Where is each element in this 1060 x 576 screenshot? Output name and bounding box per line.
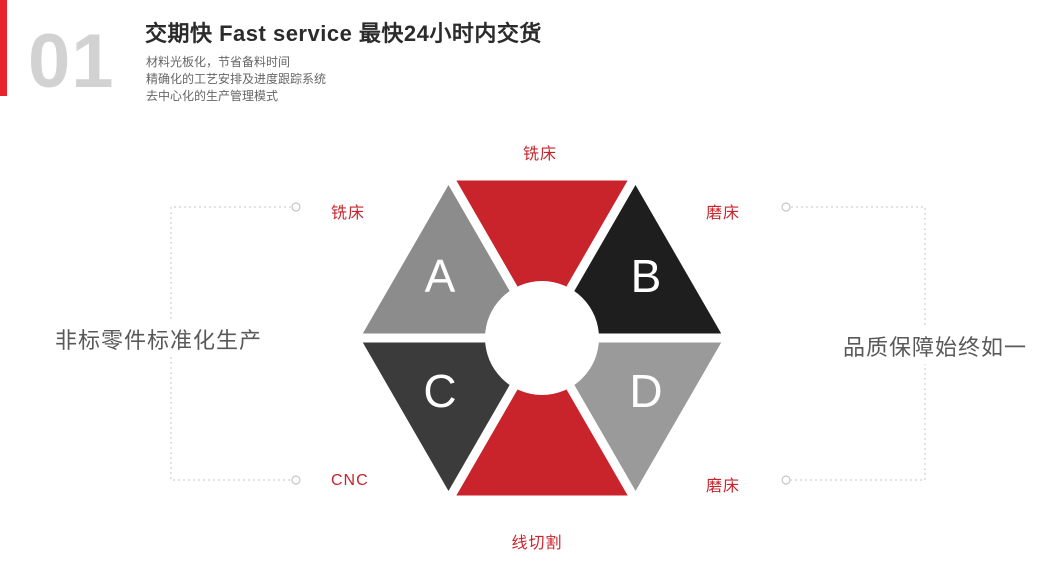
- feature-bullets: 材料光板化，节省备料时间 精确化的工艺安排及进度跟踪系统 去中心化的生产管理模式: [146, 54, 326, 105]
- connector-dot-left-bottom: [291, 475, 301, 485]
- label-top-milling: 铣床: [522, 146, 557, 163]
- label-bottom-wirecut: 线切割: [511, 535, 563, 552]
- label-left-milling: 铣床: [331, 205, 366, 222]
- connector-dot-right-bottom: [781, 475, 791, 485]
- bullet-line-3: 去中心化的生产管理模式: [146, 89, 279, 103]
- connector-dot-right-top: [781, 202, 791, 212]
- bullet-line-1: 材料光板化，节省备料时间: [146, 55, 291, 69]
- hexagon-center-circle: [485, 281, 599, 395]
- segment-letter-a: A: [424, 250, 456, 302]
- label-right-grinding-top: 磨床: [706, 205, 741, 222]
- label-left-cnc: CNC: [331, 472, 369, 489]
- accent-bar: [0, 0, 7, 96]
- bullet-line-2: 精确化的工艺安排及进度跟踪系统: [146, 72, 327, 86]
- hex-segment-upper-left: [350, 171, 547, 343]
- segment-letter-c: C: [423, 365, 457, 417]
- connector-dot-left-top: [291, 202, 301, 212]
- left-headline: 非标零件标准化生产: [50, 321, 268, 357]
- label-right-grinding-bottom: 磨床: [706, 478, 741, 495]
- segment-letter-d: D: [629, 365, 663, 417]
- segment-letter-b: B: [630, 250, 662, 302]
- section-number: 01: [28, 19, 115, 104]
- page-title: 交期快 Fast service 最快24小时内交货: [145, 21, 542, 46]
- right-headline: 品质保障始终如一: [838, 328, 1033, 364]
